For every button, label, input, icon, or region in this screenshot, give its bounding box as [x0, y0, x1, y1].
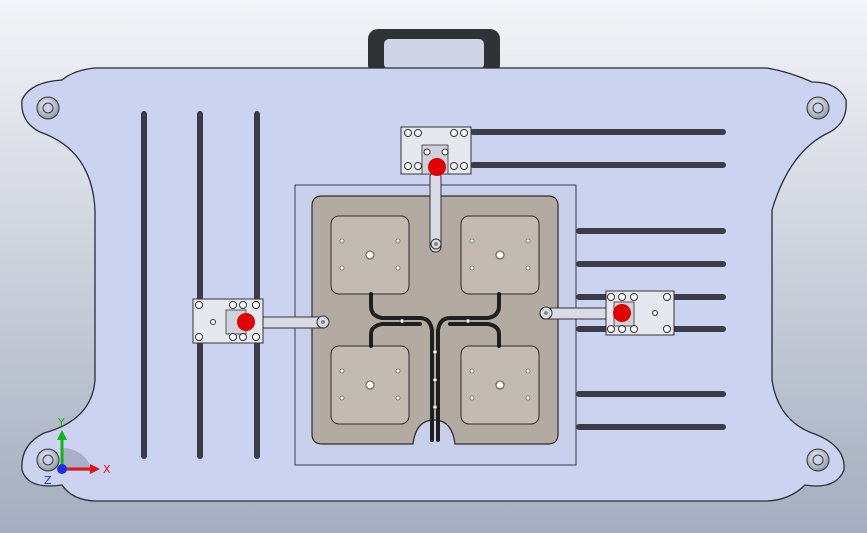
z-axis-label: Z — [44, 474, 52, 487]
carry-handle[interactable] — [368, 29, 500, 75]
vertical-slot — [141, 111, 147, 459]
horizontal-slots — [470, 129, 726, 430]
clamp-left[interactable] — [192, 298, 330, 344]
horizontal-slot — [576, 424, 726, 430]
fixture-pad-bottom-left[interactable] — [330, 345, 410, 425]
clamp-marker — [237, 313, 255, 331]
horizontal-slot — [576, 228, 726, 234]
clamp-right[interactable] — [539, 290, 675, 336]
z-axis-indicator — [57, 464, 67, 474]
mount-hole-top-left — [36, 96, 60, 120]
fixture-pad-bottom-right[interactable] — [460, 345, 540, 425]
fixture-pad-top-left[interactable] — [330, 215, 410, 295]
horizontal-slot — [470, 162, 726, 168]
horizontal-slot — [576, 261, 726, 267]
mount-hole-bottom-left — [36, 448, 60, 472]
clamp-marker — [428, 158, 446, 176]
vertical-slot — [197, 111, 203, 459]
vertical-slots — [141, 111, 260, 459]
coordinate-triad[interactable]: Y X Z — [44, 416, 111, 487]
mount-hole-bottom-right — [806, 448, 830, 472]
clamp-marker — [613, 304, 631, 322]
x-axis-label: X — [103, 463, 111, 476]
vacuum-channels — [369, 292, 501, 442]
fixture-pad-top-right[interactable] — [460, 215, 540, 295]
horizontal-slot — [470, 129, 726, 135]
clamp-top[interactable] — [400, 126, 472, 253]
y-axis-label: Y — [57, 416, 65, 429]
horizontal-slot — [576, 391, 726, 397]
mount-hole-top-right — [806, 96, 830, 120]
vertical-slot — [254, 111, 260, 459]
